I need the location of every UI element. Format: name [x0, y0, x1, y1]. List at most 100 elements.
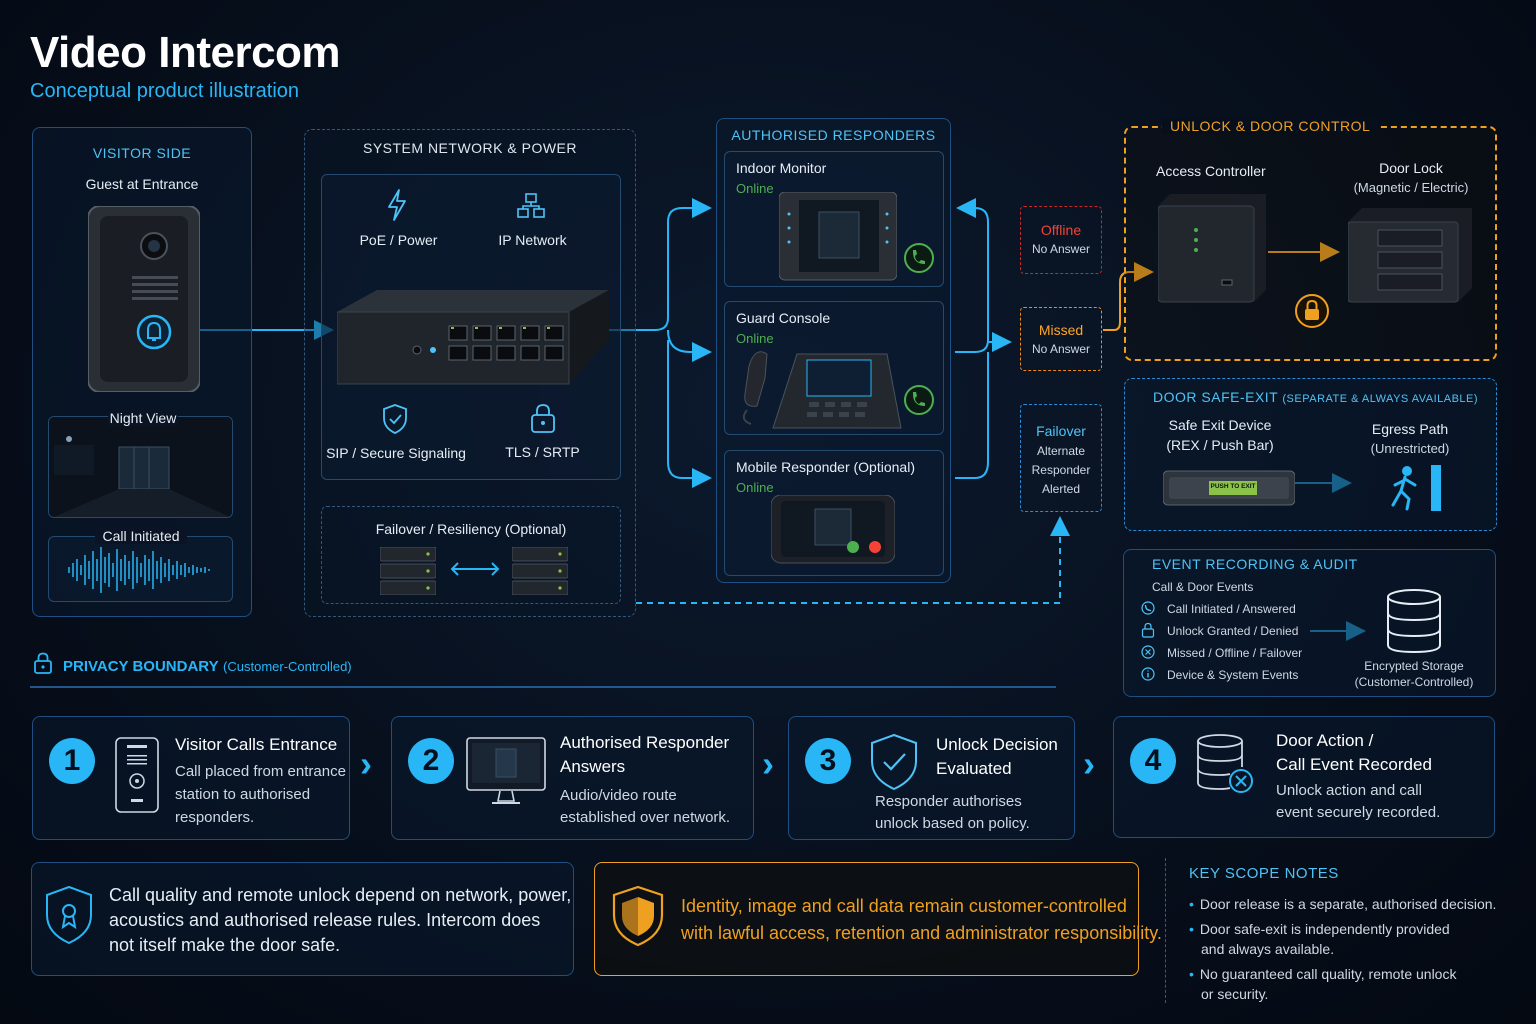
identity-note-card: Identity, image and call data remain cus…	[594, 862, 1162, 976]
door-lock-label: Door Lock	[1379, 160, 1443, 176]
step-3-badge: 3	[805, 738, 851, 784]
lock-event-icon	[1141, 622, 1155, 643]
network-power-panel: SYSTEM NETWORK & POWER PoE / Power IP Ne…	[304, 129, 636, 617]
step-4-title-1: Door Action /	[1276, 731, 1374, 750]
step-3-card: 3 Unlock Decision Evaluated Responder au…	[788, 716, 1075, 840]
shield-badge-icon	[44, 885, 94, 950]
x-circle-event-icon	[1141, 645, 1155, 664]
network-heading: SYSTEM NETWORK & POWER	[362, 140, 577, 156]
failover-resiliency-label: Failover / Resiliency (Optional)	[375, 521, 567, 537]
door-lock-sub: (Magnetic / Electric)	[1353, 180, 1469, 195]
offline-status-title: Offline	[1040, 222, 1082, 238]
mobile-responder-label: Mobile Responder (Optional)	[736, 459, 915, 475]
egress-path-sub: (Unrestricted)	[1370, 441, 1450, 456]
responder-mobile[interactable]: Mobile Responder (Optional) Online	[724, 450, 944, 576]
step-chevron-2: ›	[762, 743, 774, 784]
safe-exit-device-label: Safe Exit Device	[1168, 417, 1272, 433]
failover-status-sub2: Responder	[1031, 463, 1091, 477]
step-2-card: 2 Authorised Responder Answers Audio/vid…	[391, 716, 754, 840]
call-waveform-frame	[48, 536, 233, 602]
running-person-exit-icon	[1387, 465, 1443, 518]
sync-arrows-icon	[450, 559, 500, 584]
responders-return-arrow	[955, 198, 989, 353]
event-item-3: Missed / Offline / Failover	[1167, 646, 1303, 660]
switch-to-console-arrow	[667, 329, 712, 362]
event-recording-panel: EVENT RECORDING & AUDIT Call & Door Even…	[1123, 549, 1496, 697]
call-waveform-icon	[68, 547, 210, 593]
privacy-lock-icon	[33, 651, 53, 680]
recording-sub: Call & Door Events	[1152, 580, 1254, 594]
lock-icon	[530, 402, 556, 439]
scope-note-1: Door release is a separate, authorised d…	[1199, 896, 1497, 912]
identity-note-line-1: Identity, image and call data remain cus…	[681, 896, 1127, 916]
step-3-desc-2: unlock based on policy.	[875, 815, 1030, 832]
guard-console-label: Guard Console	[736, 310, 831, 326]
sip-signaling-label: SIP / Secure Signaling	[326, 445, 466, 461]
scope-note-2-cont: and always available.	[1201, 941, 1335, 957]
unlock-heading: UNLOCK & DOOR CONTROL	[1162, 118, 1379, 134]
mobile-responder-status: Online	[736, 480, 774, 495]
step-1-card: 1 Visitor Calls Entrance Call placed fro…	[32, 716, 350, 840]
storage-label: Encrypted Storage	[1364, 659, 1464, 673]
access-controller-label: Access Controller	[1156, 163, 1266, 179]
recording-heading: EVENT RECORDING & AUDIT	[1152, 556, 1358, 572]
quality-note-line-3: not itself make the door safe.	[109, 935, 341, 955]
failover-status-title: Failover	[1036, 423, 1086, 439]
step-2-title-1: Authorised Responder	[560, 733, 730, 752]
failover-status-sub3: Alerted	[1041, 482, 1081, 496]
guard-console-call-icon[interactable]	[903, 384, 935, 421]
door-lock-icon	[1347, 208, 1472, 309]
shield-check-large-icon	[869, 733, 919, 796]
database-x-icon	[1196, 733, 1254, 800]
entrance-station-icon	[87, 205, 201, 397]
missed-status-sub: No Answer	[1031, 342, 1091, 356]
step-2-badge: 2	[408, 738, 454, 784]
scope-note-3-cont: or security.	[1201, 986, 1269, 1002]
responder-guard-console[interactable]: Guard Console Online	[724, 301, 944, 435]
monitor-screen-icon	[466, 737, 546, 812]
indoor-monitor-status: Online	[736, 181, 774, 196]
missed-status-box: Missed No Answer	[1020, 307, 1102, 371]
scope-note-3: No guaranteed call quality, remote unloc…	[1199, 966, 1457, 982]
step-1-desc-3: responders.	[175, 809, 255, 826]
poe-power-label: PoE / Power	[359, 232, 438, 248]
step-1-desc-1: Call placed from entrance	[175, 763, 346, 780]
step-1-desc-2: station to authorised	[175, 786, 311, 803]
server-stack-left-icon	[379, 546, 437, 600]
failover-frame: Failover / Resiliency (Optional)	[321, 506, 621, 604]
step-3-desc-1: Responder authorises	[875, 793, 1022, 810]
step-chevron-1: ›	[360, 743, 372, 784]
scope-divider	[1165, 858, 1166, 1003]
database-storage-icon	[1386, 589, 1442, 658]
page-subtitle: Conceptual product illustration	[30, 80, 300, 102]
guard-console-icon	[737, 336, 907, 437]
indoor-monitor-icon	[778, 191, 898, 287]
phone-event-icon	[1141, 601, 1155, 620]
server-stack-right-icon	[511, 546, 569, 600]
event-item-4: Device & System Events	[1167, 668, 1299, 682]
visitor-side-panel: VISITOR SIDE Guest at Entrance Night Vie…	[32, 127, 252, 617]
night-view-frame	[48, 416, 233, 518]
scope-notes-heading: KEY SCOPE NOTES	[1189, 865, 1339, 882]
failover-status-sub1: Alternate	[1036, 444, 1086, 458]
privacy-boundary-label: PRIVACY BOUNDARY	[63, 658, 219, 675]
network-switch-icon	[336, 290, 609, 391]
step-2-desc-1: Audio/video route	[560, 787, 677, 804]
responder-indoor-monitor[interactable]: Indoor Monitor Online	[724, 151, 944, 287]
ip-network-label: IP Network	[498, 232, 567, 248]
padlock-icon	[1294, 293, 1330, 334]
step-2-desc-2: established over network.	[560, 809, 731, 826]
indoor-monitor-label: Indoor Monitor	[736, 160, 827, 176]
quality-note-card: Call quality and remote unlock depend on…	[31, 862, 574, 976]
event-item-2: Unlock Granted / Denied	[1167, 624, 1299, 638]
step-4-desc-1: Unlock action and call	[1276, 782, 1422, 799]
lightning-icon	[385, 188, 409, 227]
network-topology-icon	[517, 193, 545, 224]
quality-note-line-1: Call quality and remote unlock depend on…	[109, 885, 572, 905]
page-title: Video Intercom	[30, 28, 341, 77]
indoor-monitor-call-icon[interactable]	[903, 242, 935, 279]
info-event-icon	[1141, 667, 1155, 686]
safe-exit-device-sub: (REX / Push Bar)	[1166, 437, 1274, 453]
step-1-badge: 1	[49, 738, 95, 784]
step-3-title-1: Unlock Decision	[936, 735, 1058, 754]
